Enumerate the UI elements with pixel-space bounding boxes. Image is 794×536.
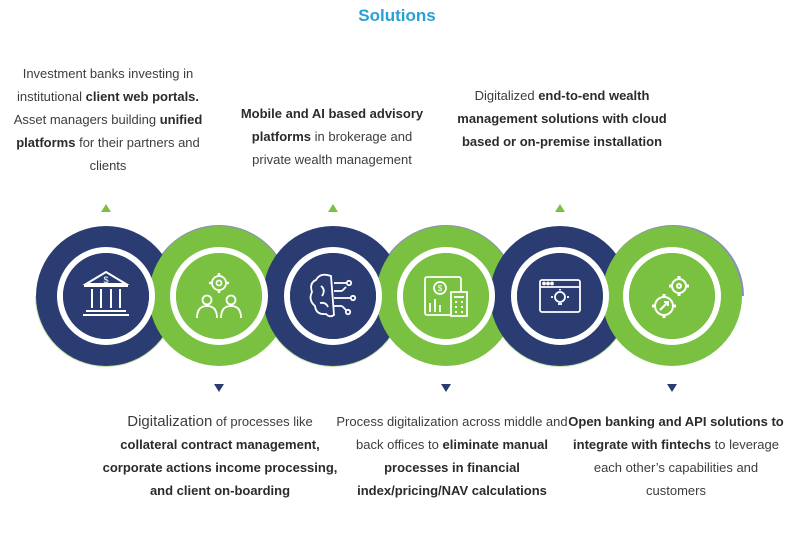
text-segment: Open banking and API solutions to integr… xyxy=(568,414,784,452)
text-segment: Digitalization xyxy=(127,413,213,430)
page-title: Solutions xyxy=(358,6,436,25)
arrow-down-1 xyxy=(214,384,224,392)
text-bottom-3: Open banking and API solutions to integr… xyxy=(566,410,786,502)
arrow-up-1 xyxy=(101,204,111,212)
text-segment: Digitalized xyxy=(474,88,539,103)
text-bottom-2: Process digitalization across middle and… xyxy=(332,410,572,502)
text-segment: eliminate manual processes in financial … xyxy=(357,437,548,498)
text-top-2: Mobile and AI based advisory platforms i… xyxy=(232,102,432,171)
text-top-3: Digitalized end-to-end wealth management… xyxy=(452,84,672,153)
arrow-up-3 xyxy=(555,204,565,212)
text-segment: Mobile and AI based advisory platforms xyxy=(240,106,424,144)
team-gear-icon xyxy=(196,273,242,319)
text-bottom-1: Digitalization of processes like collate… xyxy=(100,410,340,502)
arrow-down-3 xyxy=(667,384,677,392)
text-segment: to leverage each other’s capabilities an… xyxy=(593,437,779,498)
browser-idea-icon xyxy=(539,279,581,313)
text-segment: end-to-end wealth management solutions w… xyxy=(457,88,667,149)
text-segment: unified platforms xyxy=(16,112,203,150)
text-segment: collateral contract management, corporat… xyxy=(102,437,338,498)
text-top-1: Investment banks investing in institutio… xyxy=(0,62,216,177)
svg-text:$: $ xyxy=(438,284,443,293)
text-segment: Asset managers building xyxy=(13,112,160,127)
text-segment: Investment banks investing in institutio… xyxy=(16,66,194,104)
text-segment: of processes like xyxy=(212,414,313,429)
text-segment: in brokerage and private wealth manageme… xyxy=(252,129,413,167)
text-segment: for their partners and clients xyxy=(75,135,200,173)
bank-icon: $ xyxy=(82,270,130,316)
calculator-chart-icon: $ xyxy=(424,276,468,317)
gears-icon xyxy=(652,276,689,318)
arrow-up-2 xyxy=(328,204,338,212)
ai-brain-icon xyxy=(309,273,357,318)
arrow-down-2 xyxy=(441,384,451,392)
svg-text:$: $ xyxy=(103,275,108,285)
text-segment: Process digitalization across middle and… xyxy=(336,414,568,452)
text-segment: client web portals. xyxy=(85,89,200,104)
